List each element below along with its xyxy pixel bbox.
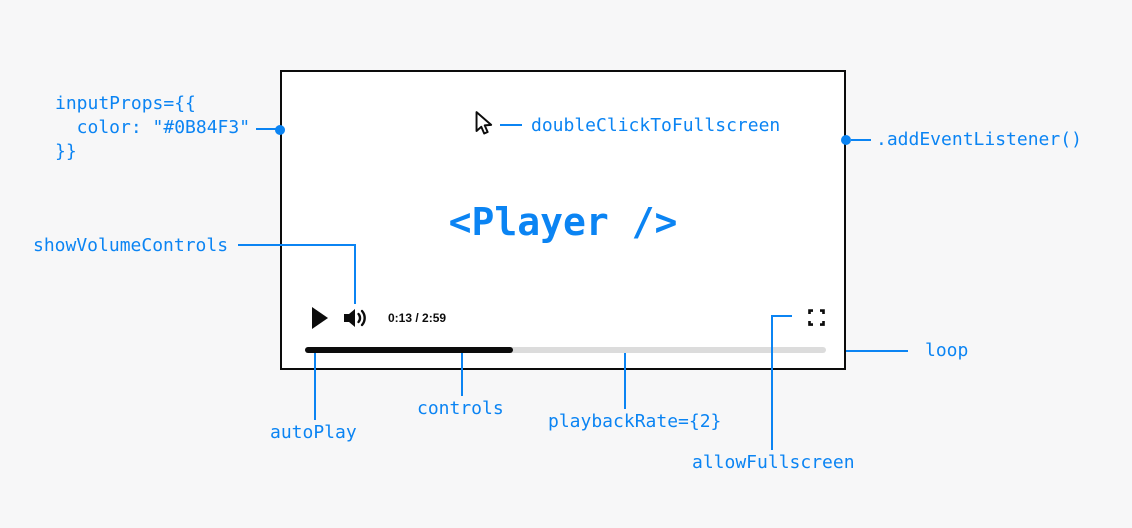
volume-icon bbox=[344, 309, 366, 327]
connector-show-volume-controls-h bbox=[238, 244, 356, 246]
cursor-pointer-icon bbox=[475, 111, 493, 135]
connector-playback-rate-v bbox=[624, 353, 626, 409]
connection-dot-left bbox=[275, 125, 285, 135]
progress-played bbox=[305, 347, 514, 353]
connector-double-click-line bbox=[500, 124, 522, 126]
annotation-playback-rate: playbackRate={2} bbox=[548, 411, 722, 432]
time-display: 0:13 / 2:59 bbox=[388, 311, 447, 325]
connector-loop-line bbox=[846, 350, 908, 352]
volume-button[interactable] bbox=[342, 305, 370, 331]
annotation-show-volume-controls: showVolumeControls bbox=[33, 235, 229, 256]
connector-allow-fullscreen-v bbox=[771, 316, 773, 450]
annotation-input-props: inputProps={{ color: "#0B84F3" }} bbox=[55, 93, 251, 162]
fullscreen-icon bbox=[808, 309, 825, 326]
progress-bar[interactable] bbox=[305, 347, 826, 353]
connector-add-event-listener-line bbox=[851, 139, 871, 141]
connector-controls-v bbox=[461, 353, 463, 396]
annotation-double-click-to-fullscreen: doubleClickToFullscreen bbox=[531, 115, 781, 136]
annotation-controls: controls bbox=[417, 398, 504, 419]
player-title: <Player /> bbox=[448, 200, 678, 244]
annotation-allow-fullscreen: allowFullscreen bbox=[692, 452, 855, 473]
play-icon bbox=[312, 307, 328, 329]
annotation-add-event-listener: .addEventListener() bbox=[876, 129, 1082, 150]
play-button[interactable] bbox=[308, 305, 330, 331]
annotation-loop: loop bbox=[925, 340, 969, 361]
connector-allow-fullscreen-h bbox=[771, 315, 792, 317]
connection-dot-right bbox=[841, 135, 851, 145]
connector-show-volume-controls-v bbox=[354, 244, 356, 304]
video-player: doubleClickToFullscreen <Player /> 0:13 … bbox=[280, 70, 846, 370]
fullscreen-button[interactable] bbox=[806, 307, 827, 328]
annotation-auto-play: autoPlay bbox=[270, 422, 357, 443]
connector-auto-play-v bbox=[314, 353, 316, 420]
connector-input-props-line bbox=[256, 128, 276, 130]
